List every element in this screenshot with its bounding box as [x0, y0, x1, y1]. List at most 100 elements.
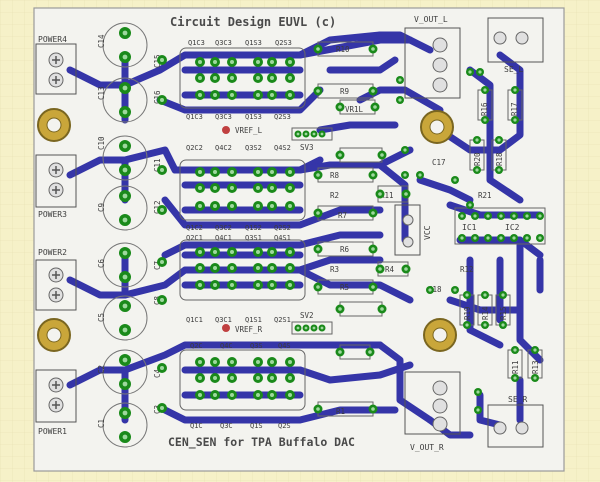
pad-hole	[476, 408, 480, 412]
pad-hole	[198, 204, 202, 208]
vcc-label: VCC	[423, 225, 432, 240]
power1-connector[interactable]: POWER1	[35, 369, 77, 436]
v-out-r-label: V_OUT_R	[410, 443, 444, 452]
svg-text:R4: R4	[385, 265, 395, 274]
svg-text:R2: R2	[330, 191, 339, 200]
svg-text:R7: R7	[338, 211, 347, 220]
power2-label: POWER2	[38, 248, 67, 257]
pad-hole	[256, 170, 260, 174]
pad-hole	[513, 118, 517, 122]
mounting-hole-left-top	[37, 108, 71, 142]
pad-hole	[198, 186, 202, 190]
se-l-label: SE_L	[504, 65, 523, 74]
pad-hole	[270, 360, 274, 364]
pad-hole	[160, 260, 164, 264]
copper-pads	[119, 27, 544, 443]
svg-text:Q1C3: Q1C3	[186, 113, 203, 121]
svg-text:Q2S2: Q2S2	[274, 224, 291, 232]
c6-label: C6	[97, 258, 106, 268]
power4-connector[interactable]: POWER4	[35, 35, 77, 95]
vcc-connector[interactable]: VCC	[394, 204, 432, 256]
pad-hole	[270, 60, 274, 64]
pad-hole	[428, 288, 432, 292]
v-out-r-connector[interactable]: V_OUT_R	[404, 371, 461, 452]
pad-hole	[371, 407, 375, 411]
pad-hole	[453, 288, 457, 292]
pad-hole	[122, 109, 128, 115]
c9-label: C9	[97, 203, 106, 212]
pad-hole	[512, 236, 516, 240]
svg-text:R1: R1	[336, 407, 345, 416]
pad-hole	[371, 89, 375, 93]
pad-hole	[160, 58, 164, 62]
svg-text:R12: R12	[460, 265, 474, 274]
svg-text:R6: R6	[340, 245, 350, 254]
sv2-label: SV2	[300, 311, 314, 320]
mounting-hole-right-top	[420, 110, 454, 144]
pad-hole	[256, 393, 260, 397]
pad-hole	[513, 348, 517, 352]
se-r-connector[interactable]: SE_R	[487, 395, 544, 448]
pad-hole	[230, 266, 234, 270]
pad-hole	[230, 393, 234, 397]
pad-hole	[288, 393, 292, 397]
pad-hole	[288, 60, 292, 64]
se-l-connector[interactable]: SE_L	[487, 17, 544, 74]
pad-hole	[198, 76, 202, 80]
svg-text:Q3C2: Q3C2	[215, 224, 232, 232]
pad-hole	[160, 98, 164, 102]
pad-hole	[513, 376, 517, 380]
pad-hole	[256, 186, 260, 190]
pad-hole	[460, 236, 464, 240]
pad-hole	[256, 360, 260, 364]
pad-hole	[230, 93, 234, 97]
pad-hole	[256, 76, 260, 80]
transistor-labels: Q1C3 Q3C3 Q1S3 Q2S3 Q1C3 Q3C3 Q1S3 Q2S3 …	[186, 39, 292, 430]
pad-hole	[122, 303, 128, 309]
svg-text:Q1C: Q1C	[190, 422, 203, 430]
power3-connector[interactable]: POWER3	[35, 154, 77, 219]
board-subtitle: CEN_SEN for TPA Buffalo DAC	[168, 435, 355, 450]
power2-connector[interactable]: POWER2	[35, 248, 77, 311]
pad-hole	[230, 204, 234, 208]
pad-hole	[213, 60, 217, 64]
pad-hole	[533, 348, 537, 352]
c18-label: C18	[428, 285, 442, 294]
pad-hole	[288, 204, 292, 208]
mounting-hole-right-bottom	[423, 318, 457, 352]
pad-hole	[499, 214, 503, 218]
pad-hole	[320, 132, 324, 136]
vref-r-testpoint	[222, 324, 230, 332]
pad-hole	[270, 376, 274, 380]
pad-hole	[213, 250, 217, 254]
pad-hole	[316, 285, 320, 289]
svg-text:R18: R18	[495, 152, 504, 166]
pad-hole	[371, 285, 375, 289]
pad-hole	[256, 60, 260, 64]
svg-text:VR1L: VR1L	[345, 105, 364, 114]
pad-hole	[316, 211, 320, 215]
svg-text:Q4C: Q4C	[220, 342, 233, 350]
pad-hole	[213, 204, 217, 208]
svg-text:Q3C1: Q3C1	[215, 316, 232, 324]
power4-label: POWER4	[38, 35, 67, 44]
svg-text:Q3C: Q3C	[220, 422, 233, 430]
pad-hole	[270, 76, 274, 80]
v-out-l-connector[interactable]: V_OUT_L	[404, 15, 461, 99]
pad-hole	[398, 98, 402, 102]
svg-text:Q1C1: Q1C1	[186, 316, 203, 324]
vref-l-testpoint	[222, 126, 230, 134]
pad-hole	[230, 283, 234, 287]
pad-hole	[270, 186, 274, 190]
pad-hole	[230, 60, 234, 64]
pad-hole	[230, 170, 234, 174]
pad-hole	[338, 153, 342, 157]
pad-hole	[198, 283, 202, 287]
pad-hole	[160, 208, 164, 212]
pad-hole	[122, 410, 128, 416]
pad-hole	[270, 250, 274, 254]
copper-traces	[66, 31, 544, 439]
v-out-l-label: V_OUT_L	[414, 15, 448, 24]
pad-hole	[256, 250, 260, 254]
pad-hole	[230, 186, 234, 190]
